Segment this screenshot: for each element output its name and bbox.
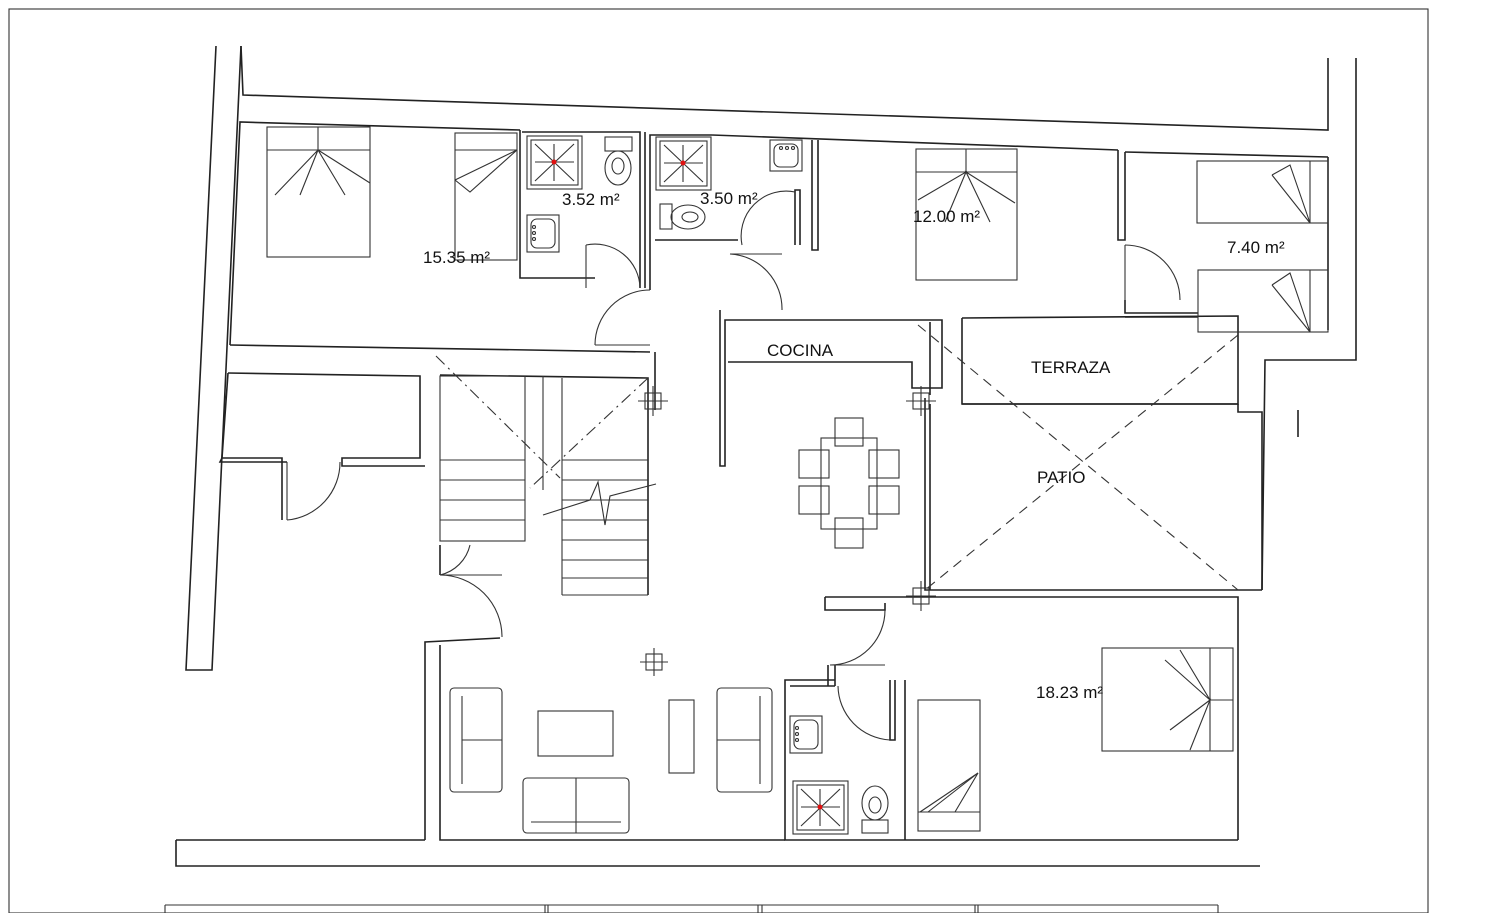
sink-icon [769,139,803,172]
armchair-icon [716,687,773,793]
bed-icon [915,148,1018,281]
tv-stand-icon [668,699,695,774]
room-label-terrace: TERRAZA [1031,358,1111,377]
open-space-markers [917,324,1239,591]
room-area-bed-right: 7.40 m² [1227,238,1285,257]
shower-icon [655,136,712,191]
room-area-bed-center: 12.00 m² [913,207,980,226]
toilet-icon [861,785,889,834]
shower-icon [526,135,583,190]
door-swings [286,190,1181,741]
bed-icon [1101,647,1234,752]
drawing-frame [8,8,1429,913]
bed-icon [454,132,518,261]
bed-icon [1196,160,1329,224]
bed-icon [266,126,371,258]
room-label-patio: PATIO [1037,468,1086,487]
sofa-icon [522,777,630,834]
bed-icon [1197,269,1329,333]
exterior-walls [175,45,1357,867]
column-markers [638,386,936,676]
interior-walls [218,121,1329,841]
sink-icon [789,715,823,754]
room-area-bed-bottom: 18.23 m² [1036,683,1103,702]
toilet-icon [659,203,706,230]
staircase [435,355,657,596]
room-label-kitchen: COCINA [767,341,834,360]
coffee-table-icon [537,710,614,757]
shower-icon [792,780,849,835]
room-area-bed-left: 15.35 m² [423,248,490,267]
bed-icon [917,699,981,832]
toilet-icon [604,136,633,186]
sink-icon [526,214,560,253]
dining-table-icon [798,417,900,549]
room-area-bath-1: 3.52 m² [562,190,620,209]
armchair-icon [449,687,503,793]
room-area-bath-2: 3.50 m² [700,189,758,208]
